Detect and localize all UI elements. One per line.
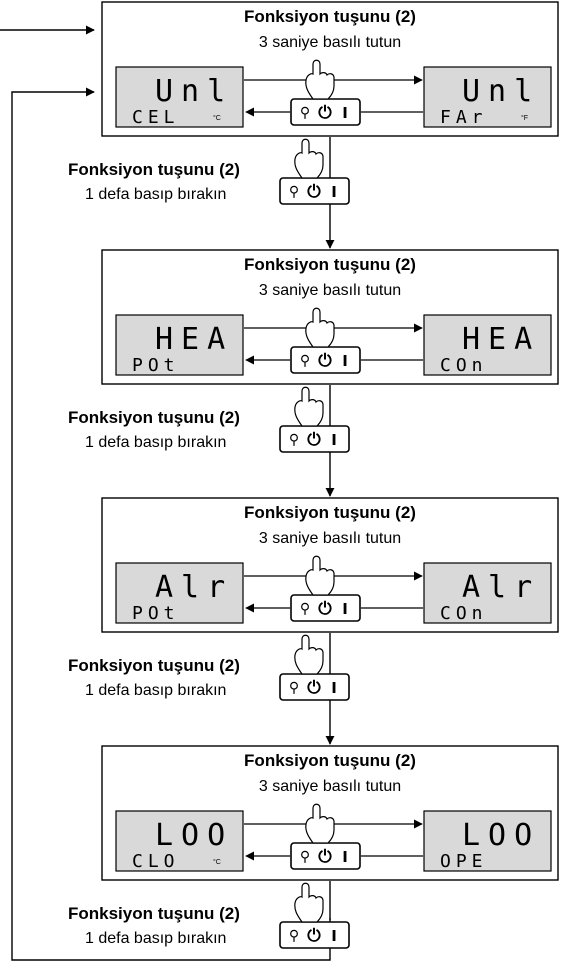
wrench-icon: ⚲ [289,432,299,448]
panel-instruction: 3 saniye basılı tutun [259,34,401,51]
lcd-display-right: HEA COn [423,314,552,376]
lcd-top-text: Unl [462,74,540,109]
lcd-display-left: Unl CEL °C [115,66,244,128]
lcd-display-left: LOO CLO °C [115,810,244,872]
lcd-display-right: LOO OPE [423,810,552,872]
bar-icon: I [342,600,348,618]
wrench-icon: ⚲ [300,849,310,865]
function-key: ⚲ ⏻ I [279,673,350,701]
power-icon: ⏻ [318,847,332,867]
panel-title: Fonksiyon tuşunu (2) [244,255,416,274]
lcd-top-text: Alr [155,570,233,605]
function-key: ⚲ ⏻ I [290,842,361,870]
power-icon: ⏻ [318,599,332,619]
transition-instruction: 1 defa basıp bırakın [85,434,226,451]
panel-title: Fonksiyon tuşunu (2) [244,751,416,770]
wrench-icon: ⚲ [289,184,299,200]
lcd-top-text: HEA [155,322,233,357]
transition-instruction: 1 defa basıp bırakın [85,682,226,699]
function-key: ⚲ ⏻ I [279,921,350,949]
panel-instruction: 3 saniye basılı tutun [259,530,401,547]
lcd-bottom-text: OPE [440,851,488,872]
pointing-hand-icon [294,634,324,675]
power-icon: ⏻ [307,678,321,698]
bar-icon: I [331,431,337,449]
panel-instruction: 3 saniye basılı tutun [259,282,401,299]
pointing-hand-icon [294,138,324,179]
transition-step: Fonksiyon tuşunu (2) 1 defa basıp bırakı… [68,138,350,205]
lcd-bottom-text: POt [132,603,180,624]
transition-title: Fonksiyon tuşunu (2) [68,904,240,923]
function-key: ⚲ ⏻ I [290,98,361,126]
panel-title: Fonksiyon tuşunu (2) [244,7,416,26]
lcd-top-text: Alr [462,570,540,605]
lcd-display-right: Unl FAr °F [423,66,552,128]
lcd-top-text: HEA [462,322,540,357]
bar-icon: I [331,679,337,697]
transition-instruction: 1 defa basıp bırakın [85,930,226,947]
pointing-hand-icon [305,59,335,100]
power-icon: ⏻ [318,103,332,123]
transition-step: Fonksiyon tuşunu (2) 1 defa basıp bırakı… [68,386,350,453]
wrench-icon: ⚲ [289,680,299,696]
step-panel: Fonksiyon tuşunu (2) 3 saniye basılı tut… [101,1,559,137]
lcd-unit: °F [521,114,528,122]
lcd-bottom-text: FAr [440,107,488,128]
transition-title: Fonksiyon tuşunu (2) [68,656,240,675]
panel-title: Fonksiyon tuşunu (2) [244,503,416,522]
wrench-icon: ⚲ [289,928,299,944]
lcd-bottom-text: COn [440,603,488,624]
lcd-unit: °C [213,858,221,866]
function-key: ⚲ ⏻ I [290,346,361,374]
lcd-bottom-text: CLO [132,851,180,872]
transition-step: Fonksiyon tuşunu (2) 1 defa basıp bırakı… [68,882,350,949]
pointing-hand-icon [305,307,335,348]
lcd-bottom-text: CEL [132,107,180,128]
bar-icon: I [342,104,348,122]
bar-icon: I [342,352,348,370]
lcd-display-left: HEA POt [115,314,244,376]
lcd-display-left: Alr POt [115,562,244,624]
power-icon: ⏻ [307,182,321,202]
lcd-top-text: LOO [462,818,540,853]
pointing-hand-icon [294,386,324,427]
pointing-hand-icon [305,555,335,596]
lcd-top-text: Unl [155,74,233,109]
lcd-unit: °C [213,114,221,122]
wrench-icon: ⚲ [300,353,310,369]
bar-icon: I [331,927,337,945]
step-panel: Fonksiyon tuşunu (2) 3 saniye basılı tut… [101,745,559,881]
power-icon: ⏻ [318,351,332,371]
step-panel: Fonksiyon tuşunu (2) 3 saniye basılı tut… [101,249,559,385]
lcd-bottom-text: COn [440,355,488,376]
lcd-top-text: LOO [155,818,233,853]
panel-instruction: 3 saniye basılı tutun [259,778,401,795]
lcd-bottom-text: POt [132,355,180,376]
pointing-hand-icon [305,803,335,844]
transition-instruction: 1 defa basıp bırakın [85,186,226,203]
function-key: ⚲ ⏻ I [279,177,350,205]
power-icon: ⏻ [307,926,321,946]
wrench-icon: ⚲ [300,105,310,121]
power-icon: ⏻ [307,430,321,450]
bar-icon: I [342,848,348,866]
bar-icon: I [331,183,337,201]
wrench-icon: ⚲ [300,601,310,617]
transition-title: Fonksiyon tuşunu (2) [68,408,240,427]
function-key: ⚲ ⏻ I [279,425,350,453]
lcd-display-right: Alr COn [423,562,552,624]
function-key: ⚲ ⏻ I [290,594,361,622]
transition-title: Fonksiyon tuşunu (2) [68,160,240,179]
pointing-hand-icon [294,882,324,923]
step-panel: Fonksiyon tuşunu (2) 3 saniye basılı tut… [101,497,559,633]
transition-step: Fonksiyon tuşunu (2) 1 defa basıp bırakı… [68,634,350,701]
